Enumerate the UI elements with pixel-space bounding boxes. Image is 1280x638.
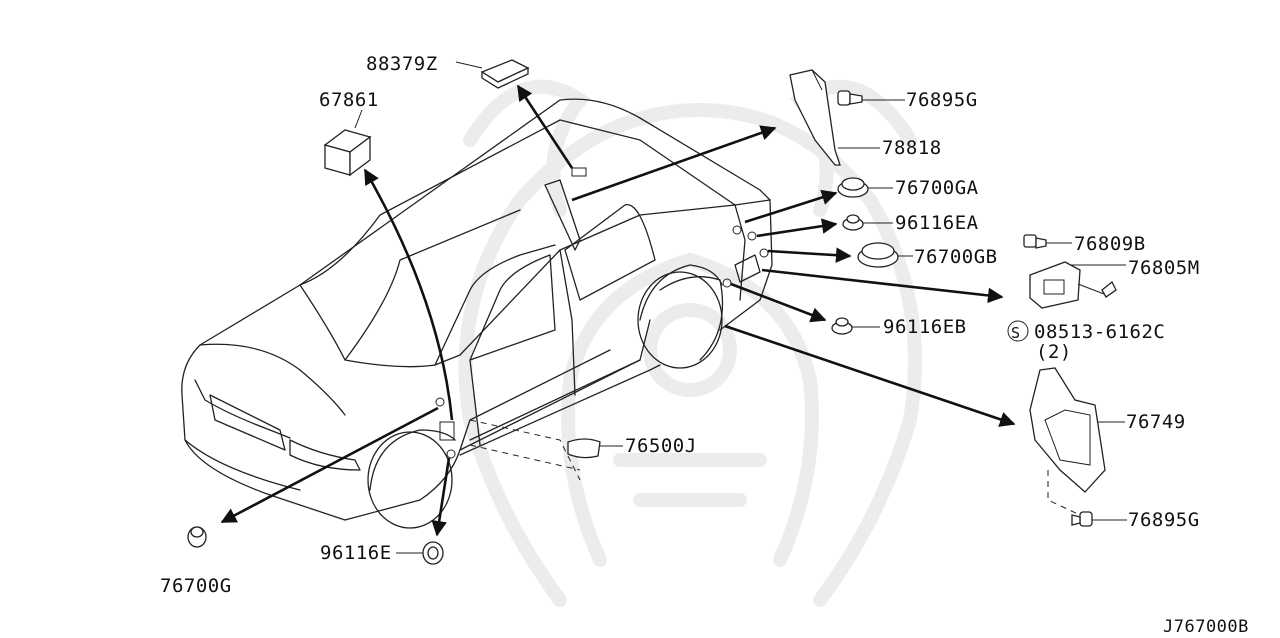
part-76700gb-plug: [857, 242, 899, 268]
screw-symbol-letter: S: [1011, 324, 1021, 342]
leader-76500j: [469, 419, 581, 481]
label-76700ga: 76700GA: [895, 177, 979, 199]
label-76500j: 76500J: [625, 435, 697, 457]
label-78818: 78818: [882, 137, 942, 159]
label-76895g-bottom: 76895G: [1128, 509, 1200, 531]
part-76700ga-plug: [837, 177, 869, 198]
arrows: [220, 84, 1016, 537]
part-76895g-bottom-clip: [1071, 511, 1093, 527]
part-76805m-bracket: [1029, 261, 1081, 309]
part-76749-panel: [1029, 367, 1106, 493]
label-76809b: 76809B: [1074, 233, 1146, 255]
label-76805m: 76805M: [1128, 257, 1200, 279]
leader-lines: [354, 61, 1127, 554]
label-96116ea: 96116EA: [895, 212, 979, 234]
label-76749: 76749: [1126, 411, 1186, 433]
part-96116ea-plug: [842, 214, 864, 231]
part-76809b-clip: [1023, 234, 1047, 249]
part-76895g-top-clip: [837, 90, 863, 106]
part-76700g-plug: [187, 526, 207, 548]
diagram-code: J767000B: [1163, 617, 1249, 637]
label-96116e: 96116E: [320, 542, 392, 564]
part-76500j-pad: [567, 438, 601, 459]
label-08513-6162c: 08513-6162C: [1034, 321, 1165, 343]
part-96116e-plug: [422, 541, 444, 565]
part-67861-block: [323, 129, 372, 177]
label-08513-qty: (2): [1036, 341, 1072, 363]
label-76700gb: 76700GB: [914, 246, 998, 268]
label-96116eb: 96116EB: [883, 316, 967, 338]
part-78818-trim: [789, 69, 841, 166]
watermark-emblem: [458, 79, 922, 607]
screw-symbol: S: [1007, 320, 1029, 342]
label-67861: 67861: [319, 89, 379, 111]
part-96116eb-plug: [831, 317, 853, 335]
part-88379z-pad: [480, 59, 530, 89]
label-88379z: 88379Z: [366, 53, 438, 75]
label-76895g-top: 76895G: [906, 89, 978, 111]
label-76700g: 76700G: [160, 575, 232, 597]
part-screw: [1077, 280, 1117, 298]
